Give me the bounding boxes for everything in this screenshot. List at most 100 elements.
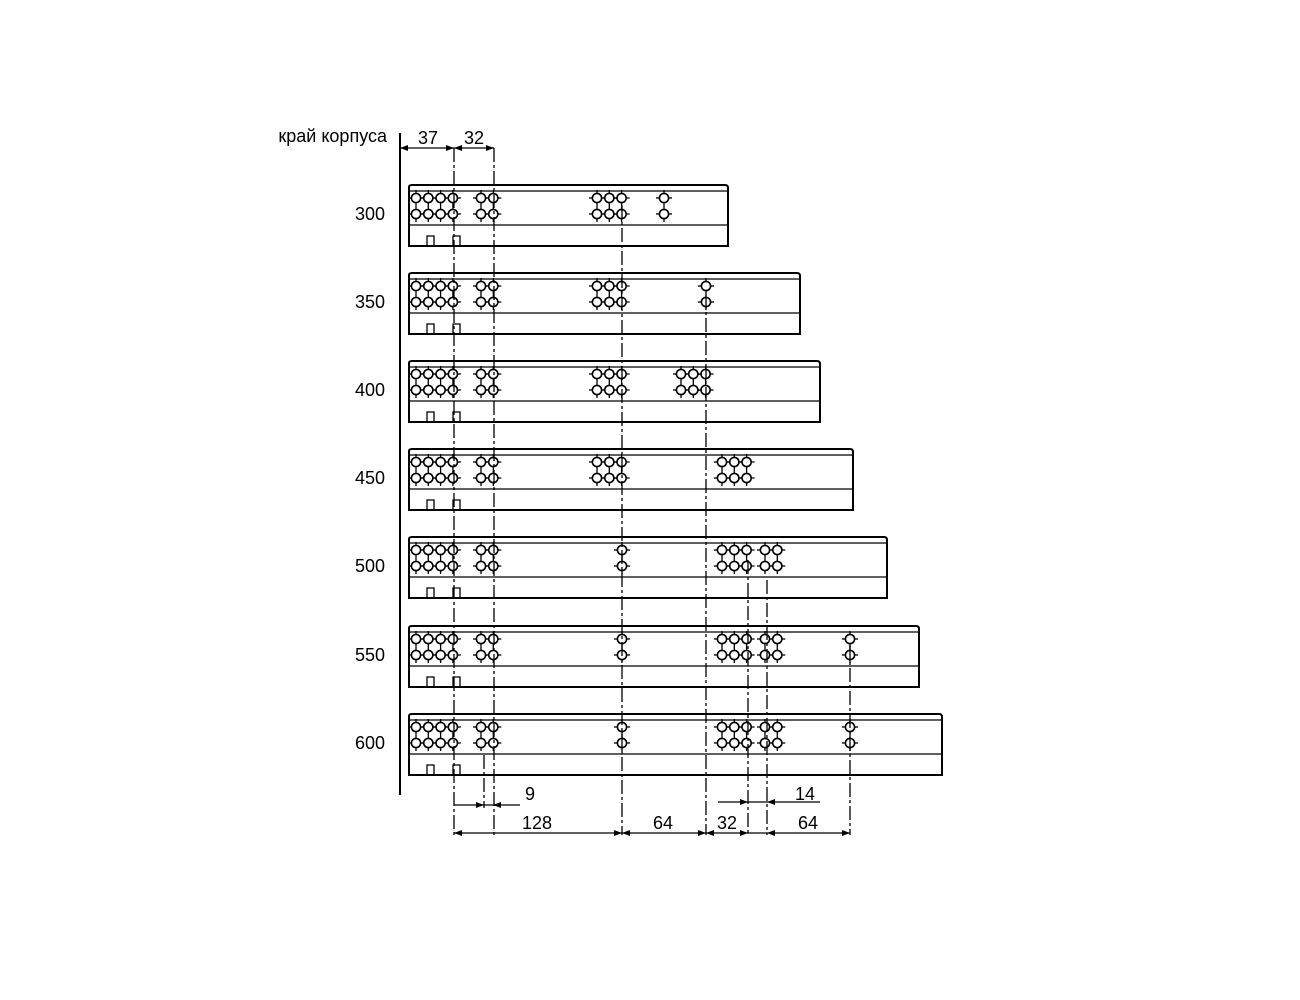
mounting-hole xyxy=(485,206,502,222)
mounting-hole xyxy=(408,647,424,663)
mounting-hole xyxy=(769,558,786,574)
mounting-hole xyxy=(420,735,437,751)
dim-64-label: 64 xyxy=(653,813,673,833)
rail-length-label: 400 xyxy=(355,380,385,400)
mounting-hole xyxy=(769,719,786,735)
dim-64-right-label: 64 xyxy=(798,813,818,833)
dim-32-label: 32 xyxy=(464,128,484,148)
rail-length-label: 300 xyxy=(355,204,385,224)
mounting-notch xyxy=(426,323,435,334)
rail-length-label: 350 xyxy=(355,292,385,312)
rail-400: 400 xyxy=(355,360,821,423)
mounting-hole xyxy=(444,631,461,647)
mounting-hole xyxy=(738,470,755,486)
rail-300: 300 xyxy=(355,184,729,247)
top-dimensions: 37 32 xyxy=(400,128,494,151)
dim-128-label: 128 xyxy=(522,813,552,833)
reference-lines xyxy=(453,148,851,835)
rail-450: 450 xyxy=(355,448,854,511)
mounting-hole xyxy=(673,382,689,398)
mounting-hole xyxy=(485,647,502,663)
mounting-notch xyxy=(426,676,435,687)
rail-outline xyxy=(408,448,854,511)
mounting-hole xyxy=(444,206,461,222)
mounting-notch xyxy=(452,323,461,334)
cabinet-edge-label: край корпуса xyxy=(278,126,388,146)
mounting-notch xyxy=(452,676,461,687)
mounting-hole xyxy=(738,454,755,470)
mounting-hole xyxy=(444,454,461,470)
mounting-hole xyxy=(485,470,502,486)
mounting-hole xyxy=(444,190,461,206)
mounting-notch xyxy=(452,764,461,775)
mounting-hole xyxy=(842,631,858,647)
rail-outline xyxy=(408,184,729,247)
rail-600: 600 xyxy=(355,713,943,776)
rail-outline xyxy=(408,360,821,423)
bottom-dimensions: 9 14 128 64 32 64 xyxy=(454,784,850,836)
mounting-hole xyxy=(444,542,461,558)
mounting-hole xyxy=(444,278,461,294)
mounting-hole xyxy=(408,294,424,310)
mounting-notch xyxy=(426,411,435,422)
mounting-hole xyxy=(444,647,461,663)
mounting-hole xyxy=(444,382,461,398)
mounting-hole xyxy=(656,206,672,222)
mounting-hole xyxy=(714,631,730,647)
mounting-hole xyxy=(601,206,618,222)
mounting-hole xyxy=(408,558,424,574)
mounting-hole xyxy=(473,366,489,382)
mounting-notch xyxy=(426,499,435,510)
mounting-hole xyxy=(485,558,502,574)
mounting-notch xyxy=(452,587,461,598)
mounting-hole xyxy=(769,542,786,558)
mounting-notch xyxy=(426,764,435,775)
mounting-hole xyxy=(485,190,502,206)
dim-9-label: 9 xyxy=(525,784,535,804)
mounting-notch xyxy=(426,587,435,598)
mounting-hole xyxy=(444,735,461,751)
mounting-hole xyxy=(444,366,461,382)
rail-length-label: 600 xyxy=(355,733,385,753)
rails: 300 350 400 450 500 550 600 xyxy=(355,184,943,776)
rail-length-label: 550 xyxy=(355,645,385,665)
mounting-hole xyxy=(473,542,489,558)
mounting-hole xyxy=(485,382,502,398)
rail-length-label: 450 xyxy=(355,468,385,488)
mounting-hole xyxy=(769,631,786,647)
mounting-hole xyxy=(738,542,755,558)
mounting-hole xyxy=(726,470,743,486)
mounting-hole xyxy=(589,366,605,382)
mounting-hole xyxy=(738,631,755,647)
mounting-hole xyxy=(656,190,672,206)
rail-outline xyxy=(408,536,888,599)
rail-outline xyxy=(408,625,920,688)
mounting-hole xyxy=(444,719,461,735)
mounting-notch xyxy=(426,235,435,246)
mounting-hole xyxy=(485,366,502,382)
mounting-hole xyxy=(485,631,502,647)
rail-outline xyxy=(408,713,943,776)
rail-length-label: 500 xyxy=(355,556,385,576)
dim-14-label: 14 xyxy=(795,784,815,804)
mounting-hole xyxy=(769,735,786,751)
dim-37-label: 37 xyxy=(418,128,438,148)
mounting-notch xyxy=(452,499,461,510)
rail-350: 350 xyxy=(355,272,801,335)
mounting-hole xyxy=(485,454,502,470)
mounting-hole xyxy=(738,719,755,735)
mounting-hole xyxy=(738,735,755,751)
dim-32-bottom-label: 32 xyxy=(717,813,737,833)
mounting-hole xyxy=(485,542,502,558)
mounting-hole xyxy=(485,294,502,310)
rail-outline xyxy=(408,272,801,335)
mounting-hole xyxy=(444,294,461,310)
mounting-hole xyxy=(698,278,714,294)
rail-500: 500 xyxy=(355,536,888,599)
mounting-hole xyxy=(714,719,730,735)
mounting-hole xyxy=(485,278,502,294)
mounting-hole xyxy=(769,647,786,663)
mounting-hole xyxy=(485,735,502,751)
mounting-hole xyxy=(589,454,605,470)
